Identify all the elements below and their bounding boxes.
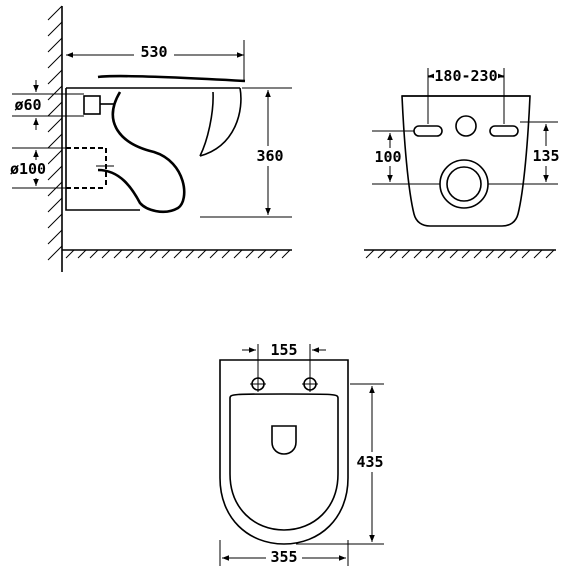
rear-left-height-dimension: 100 <box>372 130 440 185</box>
side-bowl-outline <box>65 74 246 214</box>
rear-left-height-label: 100 <box>374 148 401 166</box>
side-height-dimension: 360 <box>200 87 292 218</box>
top-drain-hole <box>271 425 297 455</box>
rear-right-height-dimension: 135 <box>488 121 562 185</box>
right-bolt-hole <box>302 344 318 392</box>
side-width-label: 530 <box>140 43 167 61</box>
rear-spacing-dimension: -180-230- <box>425 66 507 124</box>
side-height-label: 360 <box>256 147 283 165</box>
outlet-diameter-label: ø100 <box>10 160 46 178</box>
top-width-label: 355 <box>270 548 297 566</box>
side-width-dimension: 530 <box>66 40 245 82</box>
top-view: 155 435 355 <box>219 341 384 566</box>
wall-hatching <box>47 5 63 272</box>
bolt-spacing-dimension: 155 <box>242 341 326 359</box>
top-length-dimension: 435 <box>296 383 384 545</box>
rear-outlet-inner-circle <box>446 166 482 202</box>
top-outer-outline <box>219 359 349 545</box>
left-bolt-hole <box>250 344 266 392</box>
rear-right-height-label: 135 <box>532 147 559 165</box>
floor-hatching <box>62 249 292 259</box>
rear-floor-hatching <box>364 249 556 259</box>
rear-view: -180-230- 100 135 <box>364 66 562 259</box>
water-inlet-circle <box>455 115 477 137</box>
drain-diameter-label: ø60 <box>14 96 41 114</box>
outlet-diameter-dimension: ø100 <box>8 147 66 189</box>
top-inner-seat <box>229 393 339 531</box>
side-view: 530 360 ø60 ø100 <box>8 5 292 272</box>
rear-bowl-outline <box>401 95 531 227</box>
drain-diameter-dimension: ø60 <box>12 80 84 130</box>
rear-spacing-label: -180-230- <box>425 67 506 85</box>
bolt-spacing-label: 155 <box>270 341 297 359</box>
right-fixing-slot <box>489 125 519 137</box>
left-fixing-slot <box>413 125 443 137</box>
top-length-label: 435 <box>356 453 383 471</box>
top-width-dimension: 355 <box>219 540 349 566</box>
